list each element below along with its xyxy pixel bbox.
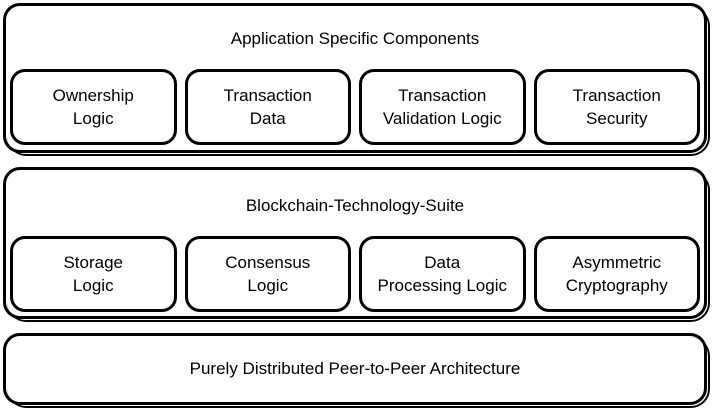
component-row: Ownership Logic Transaction Data Transac…: [10, 69, 700, 145]
component-box-transaction-security: Transaction Security: [533, 69, 700, 145]
component-box-transaction-data: Transaction Data: [184, 69, 351, 145]
component-box-data-processing-logic: Data Processing Logic: [359, 236, 526, 312]
layer-title: Blockchain-Technology-Suite: [245, 196, 465, 215]
component-box-transaction-validation-logic: Transaction Validation Logic: [359, 69, 526, 145]
layer-p2p-architecture: Purely Distributed Peer-to-Peer Architec…: [3, 333, 710, 408]
layer-title: Application Specific Components: [230, 29, 480, 48]
layer-application-specific-components: Application Specific Components Ownershi…: [3, 3, 710, 156]
layer-blockchain-technology-suite: Blockchain-Technology-Suite Storage Logi…: [3, 167, 710, 322]
component-box-consensus-logic: Consensus Logic: [184, 236, 351, 312]
component-box-asymmetric-cryptography: Asymmetric Cryptography: [533, 236, 700, 312]
component-box-storage-logic: Storage Logic: [10, 236, 177, 312]
component-box-ownership-logic: Ownership Logic: [10, 69, 177, 145]
layer-title: Purely Distributed Peer-to-Peer Architec…: [189, 359, 521, 378]
component-row: Storage Logic Consensus Logic Data Proce…: [10, 236, 700, 312]
